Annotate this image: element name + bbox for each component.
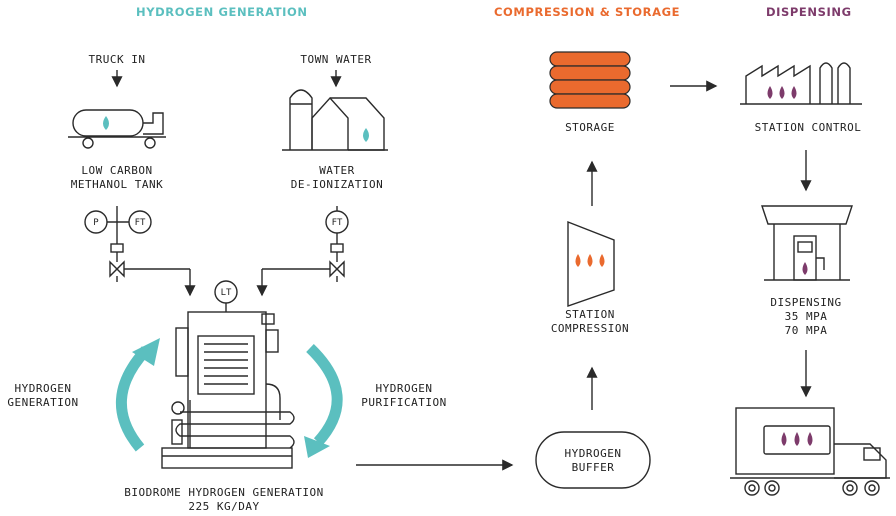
town-water-label: TOWN WATER	[300, 53, 372, 66]
generator-machine-icon	[161, 311, 295, 469]
hydrogen-buffer-label: HYDROGEN BUFFER	[564, 447, 622, 474]
compressor-drops-icon	[575, 254, 605, 267]
station-control-label: STATION CONTROL	[754, 121, 862, 134]
dispensing-label: DISPENSING 35 MPA 70 MPA	[770, 296, 842, 337]
header-dispensing: DISPENSING	[766, 5, 852, 19]
biodrome-label: BIODROME HYDROGEN GENERATION 225 KG/DAY	[124, 486, 324, 513]
truck-drops-icon	[781, 432, 813, 446]
methanol-truck-icon	[68, 109, 166, 149]
generation-cycle-arrow	[115, 346, 151, 452]
factory-drops-icon	[767, 86, 797, 99]
dispenser-station-icon	[761, 205, 853, 281]
water-deionization-label: WATER DE-IONIZATION	[290, 164, 384, 191]
flow-left-instrument-label: FT	[135, 218, 146, 228]
dispenser-drop-icon	[802, 262, 808, 275]
left-valve-icon	[109, 260, 125, 278]
station-compression-label: STATION COMPRESSION	[550, 308, 630, 335]
methanol-tank-label: LOW CARBON METHANOL TANK	[70, 164, 164, 191]
hydrogen-purification-side-label: HYDROGEN PURIFICATION	[361, 382, 447, 409]
flow-right-instrument-label: FT	[332, 218, 343, 228]
header-compression-storage: COMPRESSION & STORAGE	[494, 5, 681, 19]
factory-icon	[740, 62, 862, 105]
header-hydrogen-generation: HYDROGEN GENERATION	[136, 5, 308, 19]
storage-label: STORAGE	[565, 121, 615, 134]
methanol-drop-icon	[103, 116, 109, 130]
compressor-icon	[567, 220, 615, 307]
level-instrument-label: LT	[221, 288, 232, 298]
hydrogen-buffer-shape	[535, 431, 651, 489]
truck-in-label: TRUCK IN	[88, 53, 146, 66]
water-drop-icon	[363, 128, 369, 142]
purification-cycle-arrow	[306, 344, 343, 446]
right-valve-icon	[329, 260, 345, 278]
hydrogen-generation-side-label: HYDROGEN GENERATION	[7, 382, 79, 409]
pressure-instrument-label: P	[93, 218, 99, 228]
silo-house-icon	[282, 89, 388, 151]
storage-stack-icon	[549, 51, 631, 109]
delivery-truck-icon	[730, 407, 890, 496]
